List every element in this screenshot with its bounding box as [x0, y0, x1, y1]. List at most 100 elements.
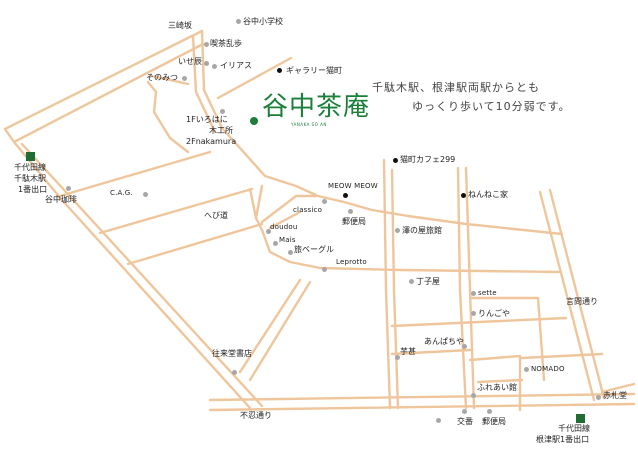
- nezu-station-exit: 根津駅1番出口: [536, 435, 590, 444]
- dot-cag: [143, 192, 148, 197]
- label-hebi-michi: へび道: [204, 211, 228, 220]
- road-east-end: [600, 382, 636, 394]
- label-chojiya: 丁子屋: [416, 277, 440, 286]
- road-west-long: [3, 127, 252, 410]
- road-sette: [456, 166, 468, 410]
- road-shinobazu-a: [208, 392, 636, 402]
- label-sawanoya: 澤の屋旅館: [402, 226, 442, 235]
- label-neneko: ねんねこ家: [468, 190, 508, 199]
- dot-neneko: [461, 193, 466, 198]
- road-sanzakizaka-n: [3, 29, 204, 131]
- road-cag-b: [98, 187, 254, 235]
- dot-isetatsu: [204, 61, 209, 66]
- road-grid-3: [468, 354, 522, 412]
- nezu-station-line: 千代田線: [558, 424, 590, 433]
- dot-nomado: [524, 367, 529, 372]
- road-cag-c: [126, 222, 264, 266]
- label-geisha: 芋甚: [400, 347, 416, 356]
- road-classico: [260, 194, 318, 224]
- label-irias: イリアス: [220, 61, 252, 70]
- label-meow-meow: MEOW MEOW: [328, 182, 378, 190]
- label-nakamura: 2Fnakamura: [186, 137, 237, 146]
- label-cag: C.A.G.: [110, 189, 133, 197]
- dot-kissa-ranpo: [204, 42, 209, 47]
- label-sonomitsu: そのみつ: [146, 73, 178, 82]
- shop-logo-romaji: YANAKA SO AN: [291, 122, 327, 127]
- dot-irias: [212, 64, 217, 69]
- sendagi-station-line: 千代田線: [14, 163, 46, 172]
- dot-classico: [322, 199, 327, 204]
- road-kototoi-a: [538, 190, 596, 402]
- road-sanzaki-south-a: [200, 29, 267, 178]
- label-shinobazu-dori: 不忍通り: [240, 411, 272, 420]
- dot-post-office: [348, 209, 353, 214]
- dot-leprotto: [322, 267, 327, 272]
- road-west-inner: [20, 142, 264, 408]
- dot-iroha: [220, 109, 225, 114]
- label-tabi-bagel: 旅ベーグル: [294, 245, 334, 254]
- dot-post-office-2: [487, 409, 492, 414]
- dot-orai-shoten: [232, 370, 237, 375]
- label-nomado: NOMADO: [531, 365, 565, 373]
- label-leprotto: Leprotto: [336, 258, 367, 266]
- label-orai-shoten: 往来堂書店: [212, 349, 252, 358]
- dot-tabi-bagel: [288, 250, 293, 255]
- road-hebimichi-c: [248, 187, 258, 220]
- nezu-station-icon: [576, 414, 585, 423]
- road-grid-6: [520, 352, 604, 360]
- road-grid-4: [476, 378, 524, 384]
- sendagi-station-exit: 1番出口: [18, 185, 48, 194]
- dot-gallery-nekomachi: [277, 68, 282, 73]
- sendagi-station-name: 千駄木駅: [14, 174, 46, 183]
- label-gallery-nekomachi: ギャラリー猫町: [286, 66, 342, 75]
- label-post-office: 郵便局: [342, 217, 366, 226]
- label-mokkoujo: 木工所: [209, 126, 233, 135]
- dot-koban: [462, 409, 467, 414]
- road-sonomitsu-loop: [146, 80, 190, 154]
- dot-nekomachi-cafe: [393, 158, 398, 163]
- dot-geisha: [395, 355, 400, 360]
- label-yanaka-coffee: 谷中珈琲: [45, 195, 77, 204]
- label-nekomachi-cafe: 猫町カフェ299: [400, 155, 456, 164]
- road-center-vertical: [382, 158, 392, 410]
- access-note-line-2: ゆっくり歩いて10分弱です。: [412, 100, 571, 113]
- dot-sonomitsu: [182, 76, 187, 81]
- road-cag-a: [58, 150, 212, 198]
- road-sanzakizaka-s: [12, 42, 205, 144]
- label-mais: Mais: [279, 236, 296, 244]
- road-shinobazu-b: [208, 402, 636, 412]
- label-kissa-ranpo: 喫茶乱歩: [210, 39, 242, 48]
- label-akafudado: 赤札堂: [603, 391, 627, 400]
- dot-shinobazu-shop: [436, 418, 441, 423]
- dot-akafudado: [596, 395, 601, 400]
- road-grid-1: [390, 316, 568, 328]
- road-doudou-south: [238, 278, 302, 374]
- sendagi-station-icon: [26, 152, 35, 161]
- dot-chojiya: [409, 279, 414, 284]
- dot-meow-meow: [343, 193, 348, 198]
- label-classico: classico: [293, 206, 323, 214]
- dot-fureaikan: [471, 393, 476, 398]
- road-sette-2: [464, 166, 476, 410]
- road-sonomitsu-loop-2: [150, 74, 190, 86]
- road-hebimichi: [263, 174, 564, 236]
- label-sette: sette: [478, 289, 497, 297]
- access-note: 千駄木駅、根津駅両駅からとも ゆっくり歩いて10分弱です。: [372, 78, 571, 116]
- label-ringoya: りんごや: [478, 309, 510, 318]
- label-iroha: 1Fいろはに: [186, 115, 228, 124]
- dot-sawanoya: [395, 228, 400, 233]
- dot-yanaka-school: [236, 19, 241, 24]
- logo-marker: [250, 117, 258, 125]
- label-post-office-2: 郵便局: [482, 417, 506, 426]
- road-grid-2: [390, 348, 472, 356]
- road-center-vertical-2: [390, 168, 400, 410]
- shop-logo: 谷中茶庵: [262, 92, 371, 122]
- road-classico-2: [268, 210, 302, 230]
- label-kototoi-dori: 言問通り: [566, 297, 598, 306]
- road-sanzaki-south-b: [191, 34, 217, 134]
- access-note-line-1: 千駄木駅、根津駅両駅からとも: [372, 81, 540, 94]
- road-grid-5: [468, 296, 546, 382]
- label-doudou: doudou: [270, 223, 298, 231]
- label-sanzakizaka: 三崎坂: [168, 21, 192, 30]
